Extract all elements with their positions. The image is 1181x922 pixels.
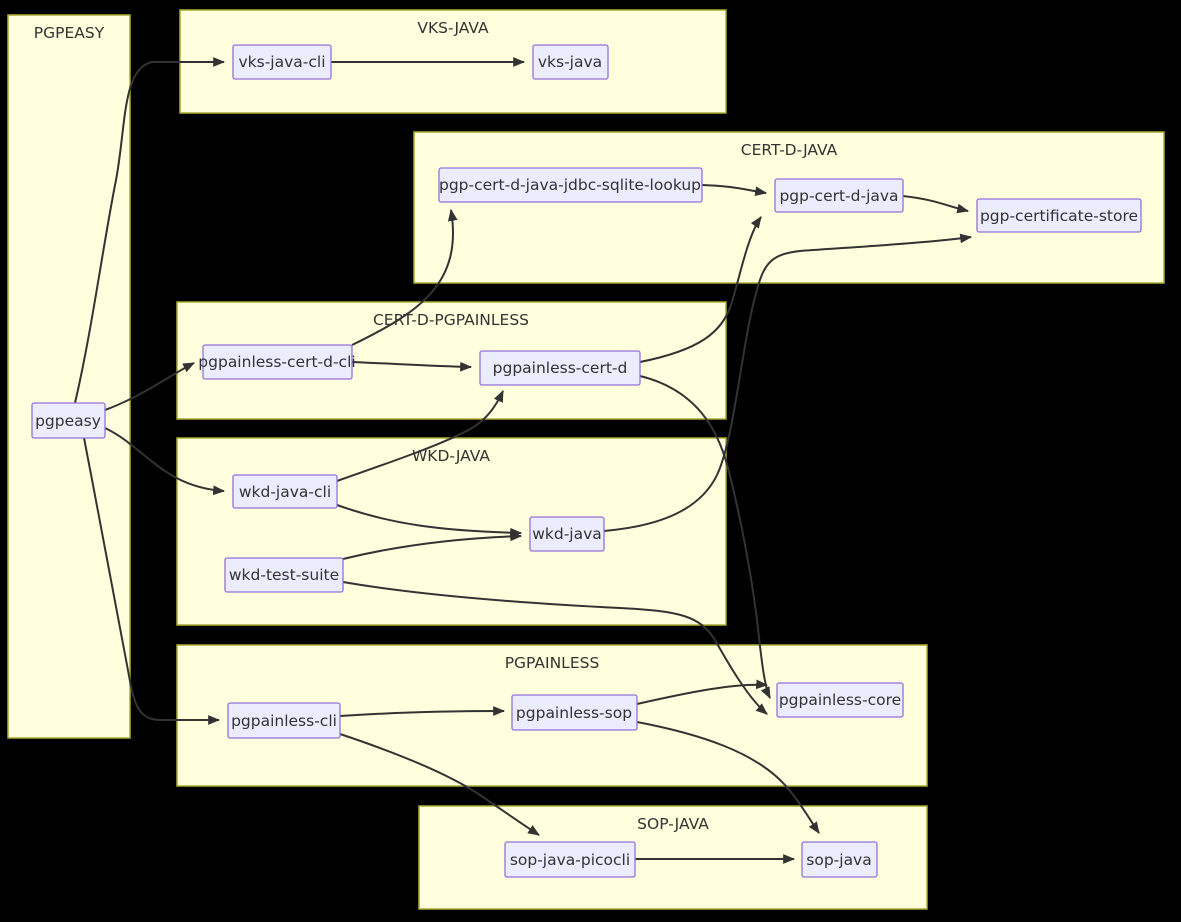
node-pgpainless-cert-d-label: pgpainless-cert-d — [493, 359, 628, 377]
node-pgp-cert-d-java-jdbc-sqlite-lookup-label: pgp-cert-d-java-jdbc-sqlite-lookup — [439, 176, 701, 194]
node-pgpainless-sop-label: pgpainless-sop — [516, 704, 632, 722]
node-wkd-java-rect — [529, 516, 605, 552]
node-pgpainless-cli-label: pgpainless-cli — [231, 712, 337, 730]
edge-wkd-test-suite--pgpainless-core — [342, 581, 768, 715]
node-wkd-java-cli-rect — [232, 474, 338, 509]
node-vks-java-cli-label: vks-java-cli — [238, 53, 325, 71]
edge-pgpainless-cert-d-cli--pgp-cert-d-java-jdbc-sqlite-lookup — [351, 208, 458, 346]
node-sop-java-picocli: sop-java-picocli — [504, 841, 636, 878]
node-vks-java: vks-java — [532, 44, 609, 80]
cluster-pgpeasy-label: PGPEASY — [34, 24, 105, 42]
edge-pgp-cert-d-java--pgp-certificate-store — [902, 195, 970, 214]
edge-pgpainless-sop--sop-java — [636, 721, 820, 834]
node-sop-java: sop-java — [801, 841, 878, 878]
edge-pgpeasy--wkd-java-cli — [104, 427, 226, 496]
cluster-wkd-java-label: WKD-JAVA — [412, 447, 490, 465]
edges — [74, 57, 973, 864]
node-vks-java-cli: vks-java-cli — [232, 44, 332, 80]
node-pgp-cert-d-java-jdbc-sqlite-lookup-rect — [438, 167, 703, 203]
node-wkd-test-suite-label: wkd-test-suite — [229, 566, 339, 584]
node-wkd-java: wkd-java — [529, 516, 605, 552]
node-wkd-test-suite-rect — [224, 557, 344, 593]
node-vks-java-cli-rect — [232, 44, 332, 80]
edge-pgpainless-sop--pgpainless-core — [636, 679, 769, 705]
edge-pgpainless-cert-d-cli--pgpainless-cert-d — [351, 361, 473, 372]
cluster-sop-java-label: SOP-JAVA — [637, 815, 709, 833]
node-pgp-cert-d-java-label: pgp-cert-d-java — [779, 187, 898, 205]
node-pgp-certificate-store-rect — [976, 198, 1142, 233]
edge-pgpainless-cert-d--pgp-cert-d-java — [639, 216, 762, 363]
node-pgpainless-cert-d-rect — [479, 350, 641, 386]
node-wkd-test-suite: wkd-test-suite — [224, 557, 344, 593]
node-pgpeasy: pgpeasy — [31, 402, 106, 439]
node-pgp-cert-d-java: pgp-cert-d-java — [774, 178, 904, 213]
node-sop-java-label: sop-java — [806, 851, 871, 869]
node-pgp-certificate-store: pgp-certificate-store — [976, 198, 1142, 233]
edge-pgpeasy--pgpainless-cli — [83, 437, 221, 725]
cluster-vks-java-label: VKS-JAVA — [417, 19, 489, 37]
edge-pgpeasy--pgpainless-cert-d-cli — [104, 362, 195, 411]
edge-pgpeasy--vks-java-cli — [74, 57, 226, 404]
node-pgpainless-cert-d-cli-label: pgpainless-cert-d-cli — [198, 353, 355, 371]
node-pgpainless-cert-d-cli: pgpainless-cert-d-cli — [198, 344, 356, 380]
node-sop-java-picocli-label: sop-java-picocli — [510, 851, 630, 869]
edge-pgpainless-cli--pgpainless-sop — [339, 706, 506, 717]
node-sop-java-rect — [801, 841, 878, 878]
node-pgpainless-cli-rect — [227, 702, 341, 739]
edge-wkd-test-suite--wkd-java — [342, 531, 523, 560]
edge-pgpainless-cert-d--pgpainless-core — [639, 375, 771, 699]
node-wkd-java-label: wkd-java — [532, 525, 602, 543]
node-wkd-java-cli-label: wkd-java-cli — [239, 483, 331, 501]
node-pgpainless-sop-rect — [511, 694, 638, 731]
cluster-pgpainless-label: PGPAINLESS — [505, 654, 600, 672]
node-pgpainless-core-rect — [776, 682, 904, 718]
node-pgpeasy-label: pgpeasy — [35, 412, 101, 430]
edge-wkd-java-cli--pgpainless-cert-d — [336, 390, 504, 482]
edge-wkd-java-cli--wkd-java — [336, 504, 523, 538]
node-pgp-cert-d-java-rect — [774, 178, 904, 213]
node-wkd-java-cli: wkd-java-cli — [232, 474, 338, 509]
edge-wkd-java--pgp-certificate-store — [603, 233, 973, 532]
node-pgpainless-cert-d-cli-rect — [202, 344, 353, 380]
cluster-pgpeasy-rect — [7, 14, 131, 739]
node-vks-java-rect — [532, 44, 609, 80]
node-pgpainless-cert-d: pgpainless-cert-d — [479, 350, 641, 386]
node-pgp-certificate-store-label: pgp-certificate-store — [980, 207, 1138, 225]
cluster-pgpeasy: PGPEASY — [7, 14, 131, 739]
node-sop-java-picocli-rect — [504, 841, 636, 878]
cluster-cert-d-java-label: CERT-D-JAVA — [741, 141, 838, 159]
edge-pgp-cert-d-java-jdbc-sqlite-lookup--pgp-cert-d-java — [701, 184, 768, 197]
node-pgpainless-core-label: pgpainless-core — [779, 691, 901, 709]
node-vks-java-label: vks-java — [538, 53, 602, 71]
node-pgpainless-cli: pgpainless-cli — [227, 702, 341, 739]
node-pgpainless-core: pgpainless-core — [776, 682, 904, 718]
node-pgpainless-sop: pgpainless-sop — [511, 694, 638, 731]
node-pgpeasy-rect — [31, 402, 106, 439]
cluster-cert-d-pgpainless-label: CERT-D-PGPAINLESS — [373, 311, 529, 329]
edge-pgpainless-cli--sop-java-picocli — [339, 733, 540, 836]
node-pgp-cert-d-java-jdbc-sqlite-lookup: pgp-cert-d-java-jdbc-sqlite-lookup — [438, 167, 703, 203]
